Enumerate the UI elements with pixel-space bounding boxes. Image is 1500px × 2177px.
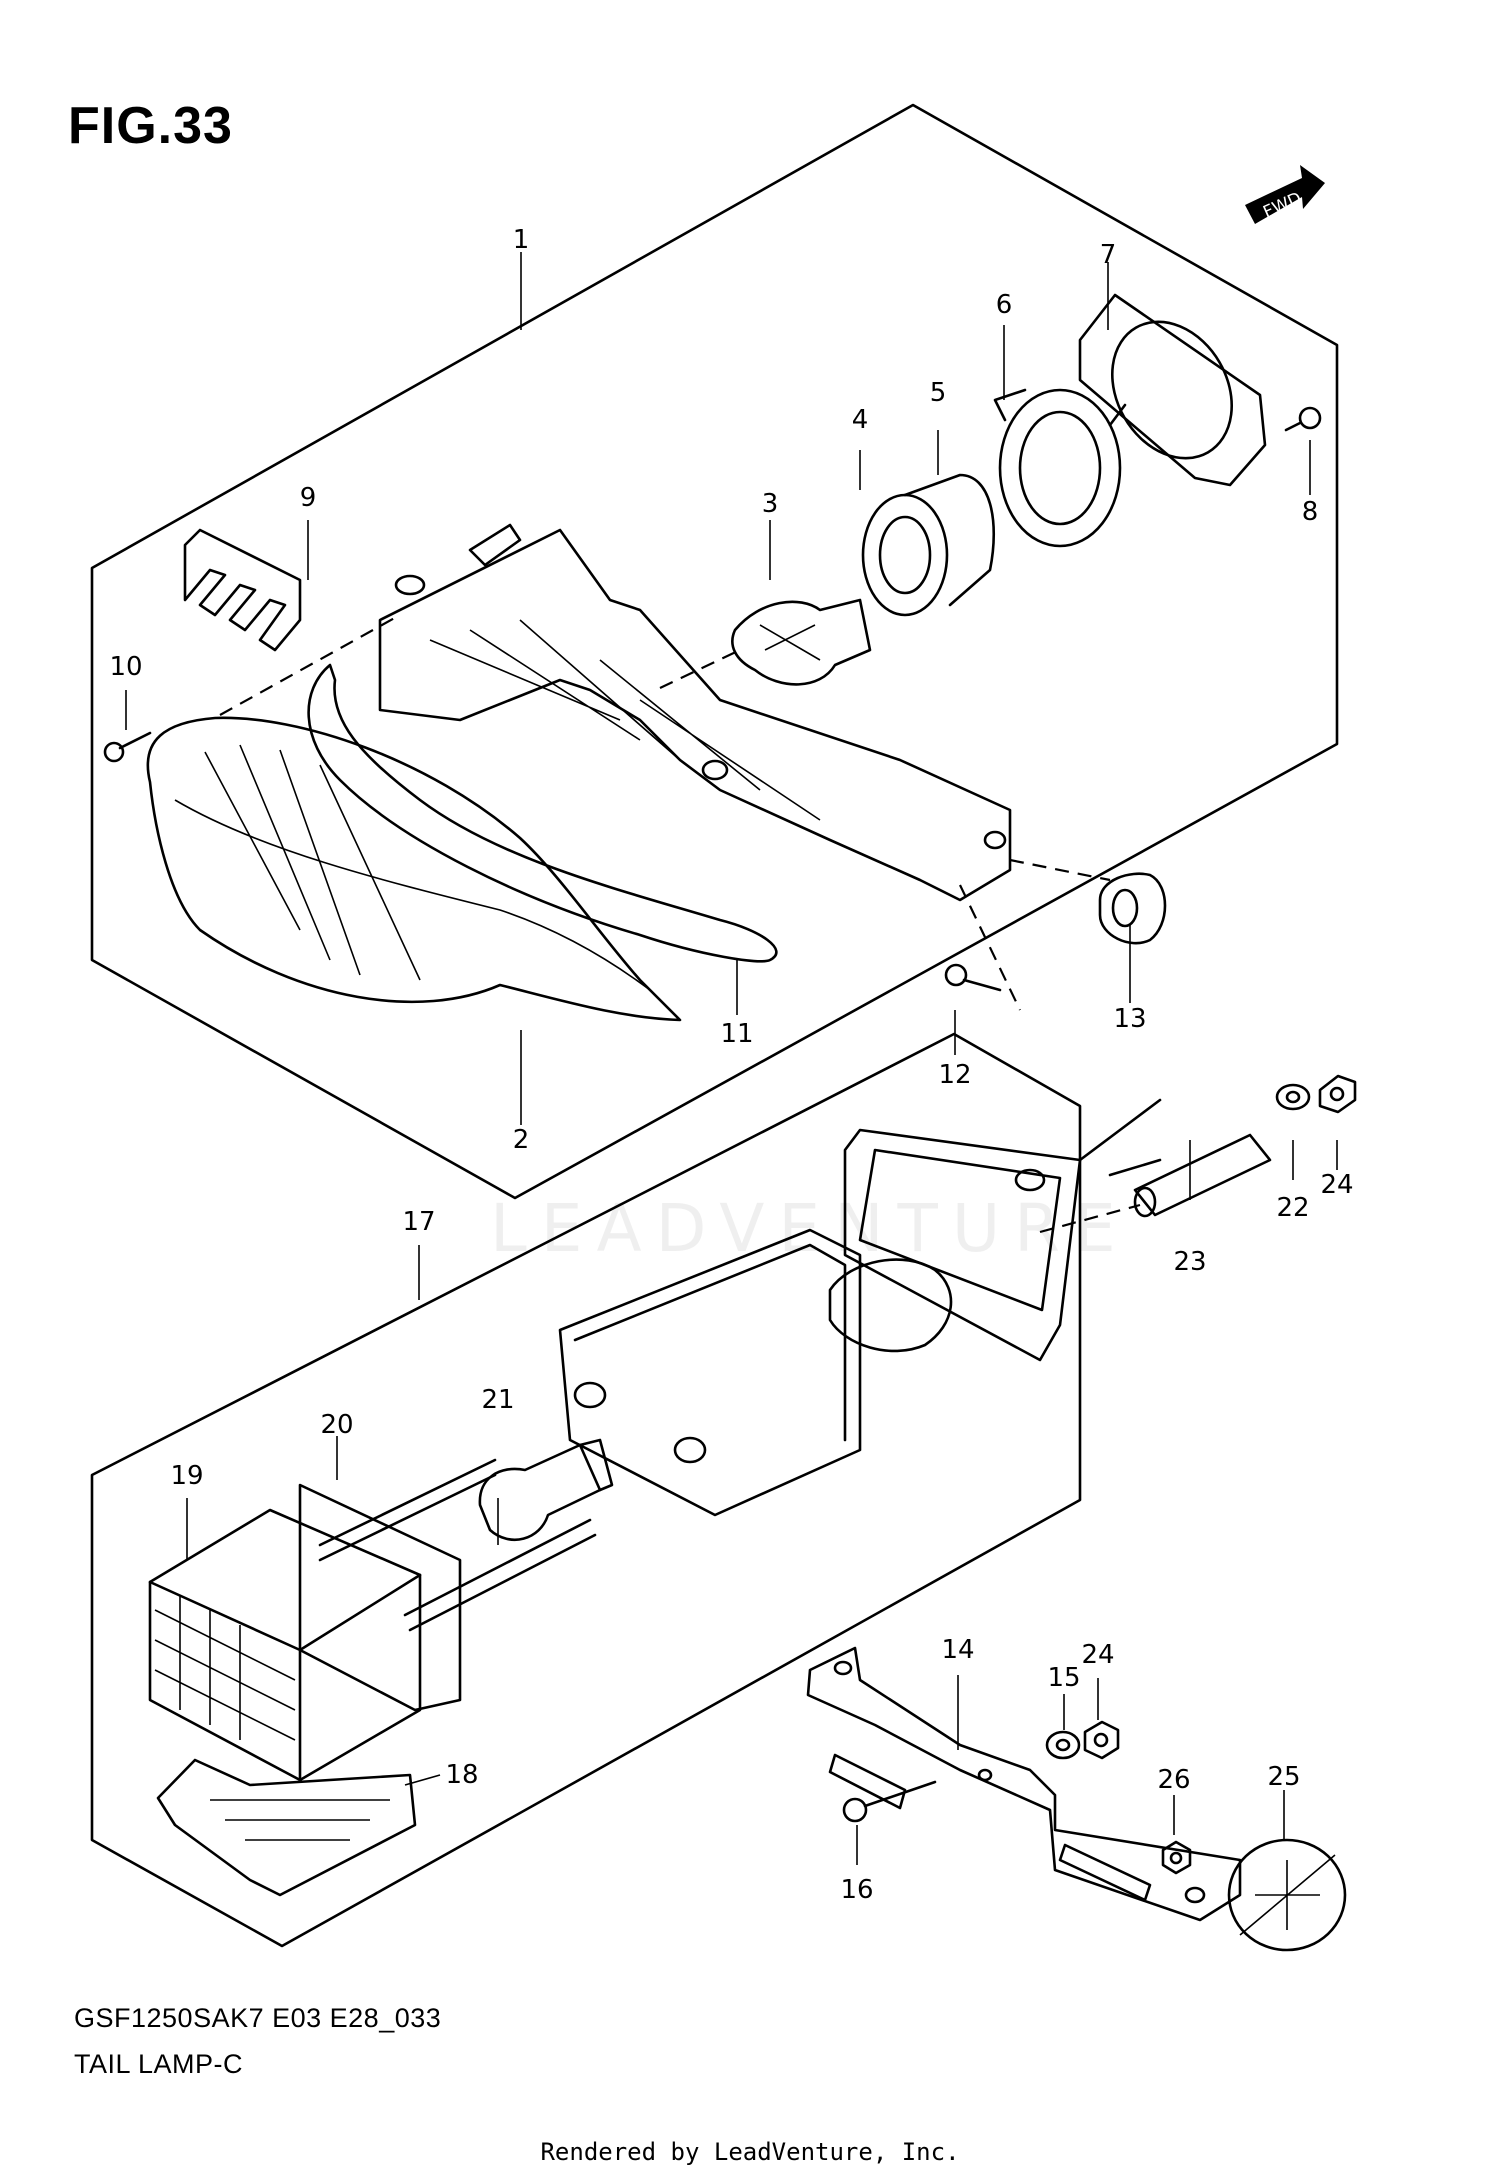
- part-washer-22: [1275, 1083, 1311, 1111]
- callout-10: 10: [109, 652, 143, 682]
- callout-17: 17: [402, 1207, 436, 1237]
- part-tube-23: [1133, 1133, 1272, 1218]
- callout-5: 5: [929, 378, 947, 408]
- part-bulb-3: [731, 598, 872, 686]
- part-bolts: [318, 1458, 597, 1632]
- part-license-lamp-housing: [843, 1098, 1162, 1362]
- callout-21: 21: [481, 1385, 515, 1415]
- callout-18: 18: [445, 1760, 479, 1790]
- part-housing: [378, 523, 1012, 902]
- part-gasket-7: [1078, 293, 1267, 487]
- callout-11: 11: [720, 1019, 754, 1049]
- part-bulb-21: [478, 1438, 614, 1541]
- callout-16: 16: [840, 1875, 874, 1905]
- callout-4: 4: [851, 405, 869, 435]
- part-clip: [183, 528, 302, 652]
- part-lens: [146, 716, 682, 1022]
- callout-1: 1: [512, 225, 530, 255]
- callout-9: 9: [299, 483, 317, 513]
- part-reflector-18: [156, 1758, 417, 1897]
- part-nut-26: [1161, 1840, 1192, 1875]
- assembly-name: TAIL LAMP-C: [74, 2049, 244, 2079]
- fwd-arrow-icon: FWD: [1245, 165, 1325, 224]
- lower-assembly-frame: [90, 1032, 1082, 1948]
- part-cap-25: [1227, 1838, 1347, 1952]
- callout-24-upper: 24: [1320, 1170, 1354, 1200]
- part-holder-6: [993, 388, 1127, 548]
- callout-22: 22: [1276, 1193, 1310, 1223]
- callout-7: 7: [1099, 240, 1117, 270]
- part-screw-16: [842, 1780, 937, 1823]
- callout-15: 15: [1047, 1663, 1081, 1693]
- part-gasket-20: [298, 1483, 462, 1712]
- footer-credit: Rendered by LeadVenture, Inc.: [540, 2138, 960, 2166]
- part-socket-4: [861, 473, 996, 617]
- part-bracket-14: [806, 1646, 1242, 1922]
- watermark: LEADVENTURE: [490, 1190, 1130, 1267]
- part-screw-12: [944, 963, 1002, 992]
- callout-6: 6: [995, 290, 1013, 320]
- model-code: GSF1250SAK7 E03 E28_033: [74, 2003, 442, 2033]
- part-nut-24: [1318, 1074, 1357, 1114]
- figure-title: FIG.33: [68, 97, 233, 155]
- callout-20: 20: [320, 1410, 354, 1440]
- callout-25: 25: [1267, 1762, 1301, 1792]
- callout-23: 23: [1173, 1247, 1207, 1277]
- callout-14: 14: [941, 1635, 975, 1665]
- leader-lines: [125, 252, 1338, 1865]
- part-grommet-13: [1098, 872, 1167, 945]
- part-screw-10: [103, 731, 152, 763]
- part-lamp-body: [558, 1228, 953, 1517]
- part-nut-24-lower: [1083, 1720, 1120, 1760]
- callout-2: 2: [512, 1125, 530, 1155]
- callout-8: 8: [1301, 497, 1319, 527]
- callout-3: 3: [761, 489, 779, 519]
- callout-26: 26: [1157, 1765, 1191, 1795]
- part-lens-19: [148, 1508, 422, 1782]
- callout-24-lower: 24: [1081, 1640, 1115, 1670]
- upper-assembly-frame: [90, 103, 1339, 1200]
- part-washer-15: [1045, 1730, 1081, 1760]
- callout-19: 19: [170, 1461, 204, 1491]
- callout-12: 12: [938, 1060, 972, 1090]
- callout-13: 13: [1113, 1004, 1147, 1034]
- part-screw-8: [1284, 406, 1322, 432]
- part-gasket: [307, 663, 778, 963]
